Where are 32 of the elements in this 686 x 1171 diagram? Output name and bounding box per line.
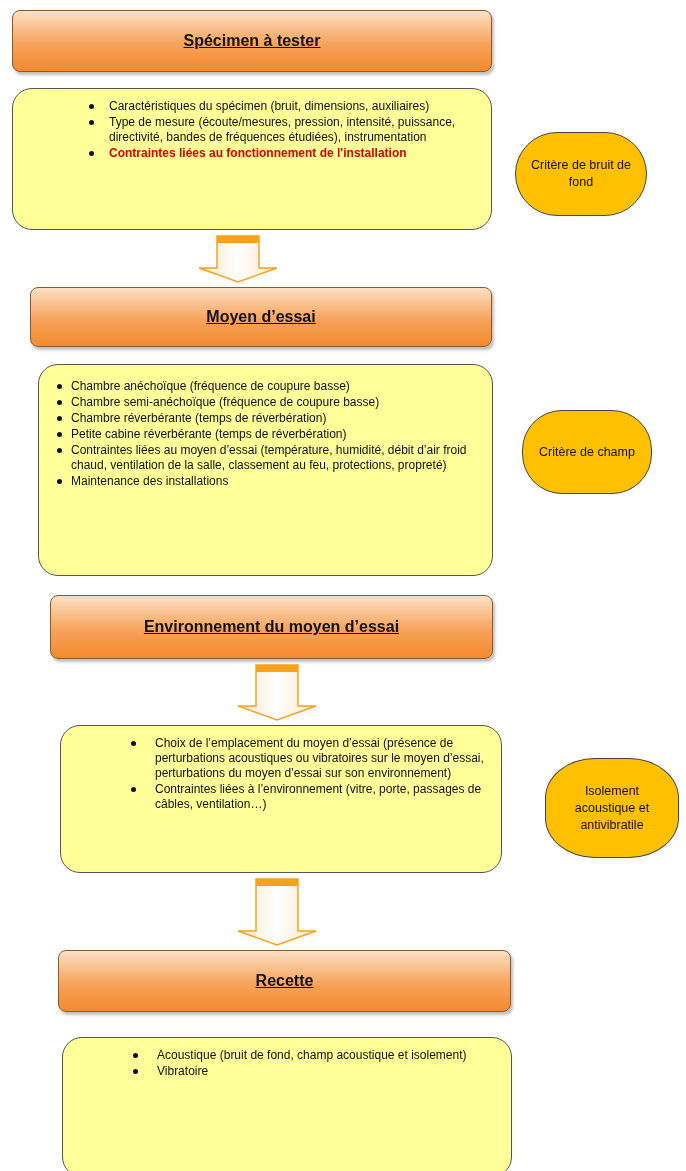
bullet-item: Contraintes liées au moyen d’essai (température, humidité, débit d’air froid chaud, ventilation de la salle, classement au feu, protections, propreté) — [49, 443, 478, 473]
details-box — [60, 725, 502, 873]
step-header-box — [12, 10, 492, 72]
bullet-item: Type de mesure (écoute/mesures, pression, intensité, puissance, directivité, bandes de fréquences étudiées), instrumentation — [27, 115, 477, 145]
bullet-item: Acoustique (bruit de fond, champ acoustique et isolement) — [77, 1048, 497, 1063]
step-title: Environnement du moyen d’essai — [143, 618, 400, 636]
bullet-item: Maintenance des installations — [49, 474, 478, 489]
bullet-item: Chambre réverbérante (temps de réverbération) — [49, 411, 478, 426]
details-box — [12, 88, 492, 230]
details-box — [38, 364, 493, 576]
step-header-box — [50, 595, 493, 659]
block-arrow — [198, 235, 278, 283]
criterion-label: Isolement acoustique et antivibratile — [573, 782, 651, 834]
block-arrow — [237, 878, 317, 946]
step-title: Recette — [255, 972, 314, 990]
step-header-box — [58, 950, 511, 1012]
bullet-item: Chambre semi-anéchoïque (fréquence de coupure basse) — [49, 395, 478, 410]
bullet-item: Petite cabine réverbérante (temps de réverbération) — [49, 427, 478, 442]
bullet-item: Choix de l’emplacement du moyen d’essai (présence de perturbations acoustiques ou vibratoires sur le moyen d’essai, perturbations du moyen d’essai sur son environnement) — [75, 736, 487, 781]
step-header-box — [30, 287, 492, 347]
bullet-item: Contraintes liées au fonctionnement de l'installation — [27, 146, 477, 161]
step-title: Moyen d’essai — [206, 308, 316, 326]
block-arrow — [237, 664, 317, 721]
step-title: Spécimen à tester — [183, 32, 321, 50]
criterion-label: Critère de champ — [539, 443, 635, 461]
bullet-item: Chambre anéchoïque (fréquence de coupure basse) — [49, 379, 478, 394]
criterion-box — [545, 758, 679, 858]
criterion-label: Critère de bruit de fond — [530, 157, 632, 191]
bullet-item: Vibratoire — [77, 1064, 497, 1079]
bullet-item: Caractéristiques du spécimen (bruit, dimensions, auxiliaires) — [27, 99, 477, 114]
bullet-item: Contraintes liées à l’environnement (vitre, porte, passages de câbles, ventilation…) — [75, 782, 487, 812]
details-box — [62, 1037, 512, 1171]
